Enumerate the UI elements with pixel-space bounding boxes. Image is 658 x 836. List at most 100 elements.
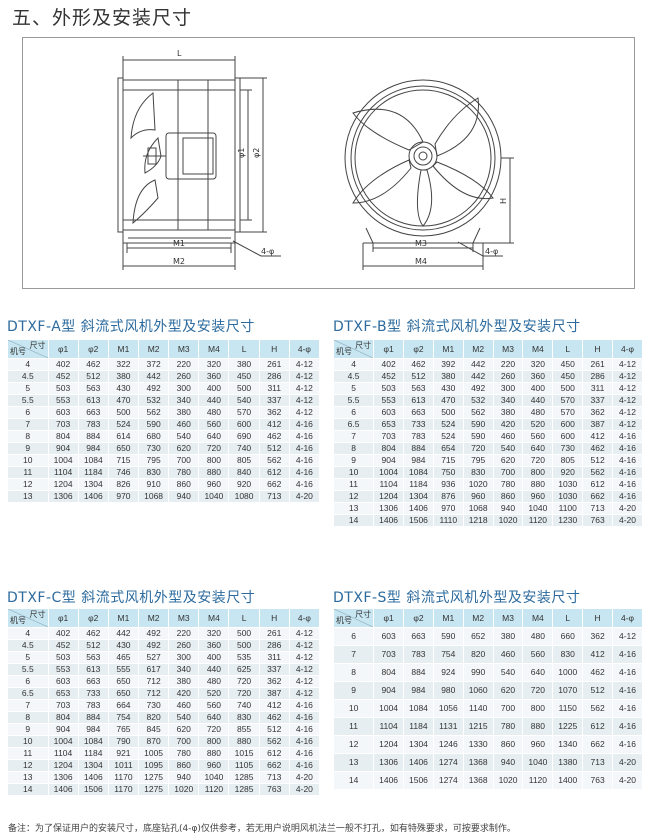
model-number-cell: 10: [332, 699, 375, 718]
table-cell: 970: [107, 490, 140, 503]
table-cell: 562: [582, 466, 614, 479]
table-cell: 4-16: [288, 418, 321, 431]
table-cell: 1274: [432, 753, 464, 772]
table-cell: 763: [582, 771, 614, 790]
table-cell: 570: [552, 406, 584, 419]
table-cell: 1285: [228, 771, 260, 784]
model-number-cell: 6: [7, 406, 49, 419]
table-cell: 462: [258, 430, 290, 443]
table-cell: 620: [492, 681, 524, 700]
table-cell: 380: [168, 406, 200, 419]
table-cell: 855: [228, 723, 260, 736]
fan-outline-drawing: L φ1 φ2 M1 M2 4-φ M3 M4 H 4-φ: [117, 49, 514, 270]
table-cell: 1020: [462, 478, 494, 491]
table-cell: 320: [198, 358, 230, 371]
table-cell: 362: [258, 675, 290, 688]
table-cell: 452: [373, 370, 405, 383]
table-cell: 795: [462, 454, 494, 467]
table-cell: 870: [138, 735, 170, 748]
table-cell: 1204: [373, 490, 405, 503]
table-cell: 562: [258, 454, 290, 467]
model-number-cell: 11: [332, 717, 375, 736]
table-cell: 1406: [403, 753, 434, 772]
table-cell: 340: [492, 394, 524, 407]
table-cell: 450: [552, 370, 584, 383]
table-cell: 713: [258, 490, 290, 503]
table-cell: 720: [198, 442, 230, 455]
table-cell: 4-12: [612, 358, 643, 371]
model-number-cell: 4: [332, 358, 375, 371]
column-header: M3: [168, 339, 200, 359]
table-cell: 1120: [522, 514, 554, 527]
table-cell: 4-16: [612, 478, 643, 491]
table-cell: 420: [492, 418, 524, 431]
table-cell: 4-20: [612, 771, 643, 790]
table-cell: 4-16: [612, 490, 643, 503]
table-cell: 1040: [522, 502, 554, 515]
model-number-cell: 13: [7, 771, 49, 784]
table-cell: 4-12: [612, 394, 643, 407]
table-cell: 337: [258, 394, 290, 407]
table-cell: 563: [77, 651, 109, 664]
table-cell: 1304: [77, 478, 109, 491]
table-cell: 412: [258, 418, 290, 431]
table-cell: 1110: [432, 514, 464, 527]
table-cell: 664: [107, 699, 140, 712]
table-cell: 563: [403, 382, 434, 395]
table-cell: 300: [168, 651, 200, 664]
table-cell: 940: [492, 502, 524, 515]
table-cell: 960: [198, 478, 230, 491]
table-cell: 1406: [373, 514, 405, 527]
table-cell: 311: [258, 382, 290, 395]
model-number-cell: 4.5: [7, 639, 49, 652]
footnote: 备注：为了保证用户的安装尺寸，底座钻孔(4-φ)仅供参考，若无用户说明风机法兰一…: [8, 824, 516, 834]
table-cell: 362: [582, 627, 614, 646]
table-cell: 984: [403, 681, 434, 700]
table-cell: 860: [492, 735, 524, 754]
table-cell: 512: [403, 370, 434, 383]
column-header: 4-φ: [288, 608, 321, 628]
table-cell: 1104: [373, 478, 405, 491]
table-cell: 527: [138, 651, 170, 664]
table-cell: 524: [107, 418, 140, 431]
model-number-cell: 6.5: [7, 687, 49, 700]
table-cell: 783: [77, 699, 109, 712]
table-cell: 4-12: [288, 639, 321, 652]
table-cell: 4-16: [612, 466, 643, 479]
table-cell: 1215: [462, 717, 494, 736]
model-number-cell: 8: [7, 430, 49, 443]
table-cell: 452: [47, 639, 79, 652]
table-cell: 362: [258, 406, 290, 419]
table-cell: 500: [228, 627, 260, 640]
model-number-cell: 14: [332, 514, 375, 527]
table-cell: 560: [198, 699, 230, 712]
table-cell: 4-16: [612, 663, 643, 682]
table-cell: 920: [228, 478, 260, 491]
table-cell: 360: [198, 370, 230, 383]
table-cell: 1225: [552, 717, 584, 736]
table-cell: 412: [258, 699, 290, 712]
table-cell: 430: [107, 639, 140, 652]
table-cell: 4-16: [288, 478, 321, 491]
model-number-cell: 7: [332, 645, 375, 664]
table-cell: 1330: [462, 735, 494, 754]
table-cell: 492: [138, 627, 170, 640]
table-cell: 311: [582, 382, 614, 395]
table-cell: 650: [107, 442, 140, 455]
table-cell: 562: [582, 699, 614, 718]
label-phi2: φ2: [252, 148, 261, 158]
table-cell: 320: [198, 627, 230, 640]
table-cell: 1120: [198, 783, 230, 796]
model-number-cell: 11: [7, 466, 49, 479]
table-cell: 470: [432, 394, 464, 407]
table-cell: 460: [492, 645, 524, 664]
table-cell: 4-16: [288, 747, 321, 760]
